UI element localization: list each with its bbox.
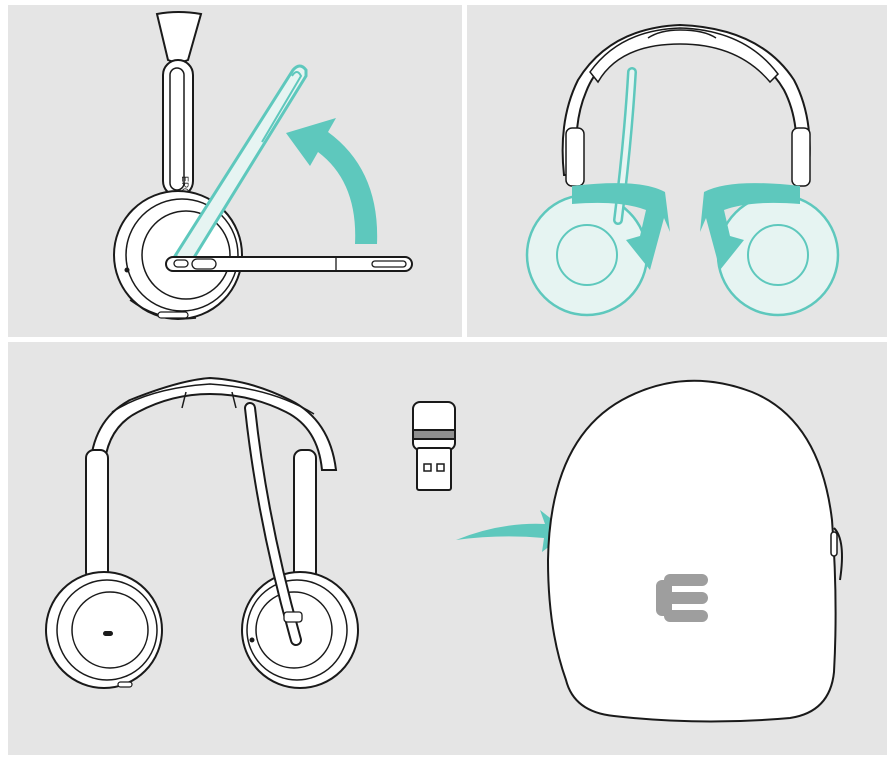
usb-dongle-icon <box>413 402 455 490</box>
boom-lowered <box>166 257 412 271</box>
carry-case-icon <box>548 381 842 722</box>
epos-logo-icon <box>656 574 708 622</box>
